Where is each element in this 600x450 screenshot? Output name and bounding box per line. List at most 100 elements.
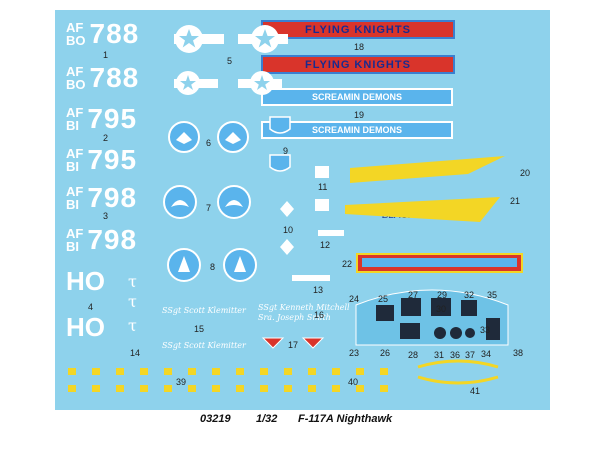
flying-knights-banner-1: FLYING KNIGHTS <box>261 20 455 39</box>
stencil-marker <box>380 368 388 375</box>
yellow-arc-decal <box>417 359 499 369</box>
label-13: 13 <box>313 285 324 295</box>
stencil-marker <box>68 368 76 375</box>
signature-15b: SSgt Scott Klemitter <box>162 341 246 350</box>
chevron-emblem-icon <box>261 337 285 349</box>
scale-label: 1/32 <box>256 413 278 425</box>
gauge-icon <box>465 328 475 338</box>
us-roundel-icon <box>174 25 224 53</box>
label-6: 6 <box>206 138 212 148</box>
stencil-marker <box>308 385 316 392</box>
label-32: 32 <box>464 290 475 300</box>
label-37: 37 <box>465 350 476 360</box>
label-30: 30 <box>436 304 447 314</box>
label-2: 2 <box>103 133 109 143</box>
stencil-marker <box>236 368 244 375</box>
gauge-icon <box>450 327 462 339</box>
label-17: 17 <box>288 340 299 350</box>
label-14: 14 <box>130 348 141 358</box>
label-23: 23 <box>349 348 360 358</box>
shield-icon <box>269 116 291 134</box>
stencil-marker <box>380 385 388 392</box>
stencil-marker <box>356 385 364 392</box>
stencil-marker <box>308 368 316 375</box>
us-roundel-icon <box>238 25 288 53</box>
gauge-icon <box>434 327 446 339</box>
bird-emblem-icon <box>176 132 192 144</box>
label-24: 24 <box>349 294 360 304</box>
label-39: 39 <box>176 377 187 387</box>
label-26: 26 <box>380 348 391 358</box>
stencil-marker <box>164 385 172 392</box>
label-38: 38 <box>513 348 524 358</box>
panel-display-icon <box>376 305 394 321</box>
yellow-arc-decal <box>417 375 499 385</box>
us-roundel-icon <box>174 71 218 95</box>
stencil-marker <box>188 368 196 375</box>
red-stripe-inner <box>362 258 517 267</box>
label-36: 36 <box>450 350 461 360</box>
screamin-demons-text: SCREAMIN DEMONS <box>311 92 402 102</box>
label-10: 10 <box>283 225 294 235</box>
label-1: 1 <box>103 50 109 60</box>
panel-display-icon <box>461 300 477 316</box>
label-31: 31 <box>434 350 445 360</box>
panel-display-icon <box>431 298 451 316</box>
label-41: 41 <box>470 386 481 396</box>
label-27: 27 <box>408 290 419 300</box>
tau-symbol-1: τ <box>128 272 137 291</box>
signature-15a: SSgt Scott Klemitter <box>162 306 246 315</box>
label-4: 4 <box>88 302 94 312</box>
label-25: 25 <box>378 294 389 304</box>
stencil-marker <box>356 368 364 375</box>
label-16: 16 <box>314 310 325 320</box>
arrow-strip-decal <box>292 275 330 281</box>
stencil-marker <box>236 385 244 392</box>
stencil-marker <box>68 385 76 392</box>
panel-display-icon <box>486 318 500 340</box>
chevron-emblem-icon <box>301 337 325 349</box>
stencil-marker <box>284 385 292 392</box>
tau-symbol-3: τ <box>128 316 137 335</box>
label-11: 11 <box>318 182 328 192</box>
flying-knights-text: FLYING KNIGHTS <box>305 23 411 36</box>
label-9: 9 <box>283 146 289 156</box>
small-square-decal <box>315 166 329 178</box>
shield-icon <box>269 154 291 172</box>
black-sheep-flag-1 <box>350 156 505 183</box>
label-34: 34 <box>481 349 492 359</box>
diamond-marker-icon <box>280 201 294 217</box>
panel-display-icon <box>400 323 420 339</box>
wolf-emblem-icon <box>234 256 246 272</box>
bird-emblem-icon <box>225 132 241 144</box>
label-12: 12 <box>320 240 331 250</box>
label-15: 15 <box>194 324 205 334</box>
label-7: 7 <box>206 203 212 213</box>
label-33: 33 <box>480 325 491 335</box>
stencil-marker <box>332 385 340 392</box>
tail-code-ho-2: HO <box>66 312 105 342</box>
label-5: 5 <box>227 56 233 66</box>
small-square-decal <box>315 199 329 211</box>
screamin-demons-text: SCREAMIN DEMONS <box>311 125 402 135</box>
stencil-marker <box>140 385 148 392</box>
label-19: 19 <box>354 110 365 120</box>
stencil-marker <box>332 368 340 375</box>
label-29: 29 <box>437 290 448 300</box>
eagle-emblem-icon <box>171 200 189 207</box>
label-8: 8 <box>210 262 216 272</box>
label-21: 21 <box>510 196 521 206</box>
stencil-marker <box>212 368 220 375</box>
stencil-marker <box>116 368 124 375</box>
label-20: 20 <box>520 168 531 178</box>
stencil-marker <box>260 368 268 375</box>
stencil-marker <box>284 368 292 375</box>
stencil-marker <box>188 385 196 392</box>
black-sheep-flag-2 <box>345 197 500 222</box>
